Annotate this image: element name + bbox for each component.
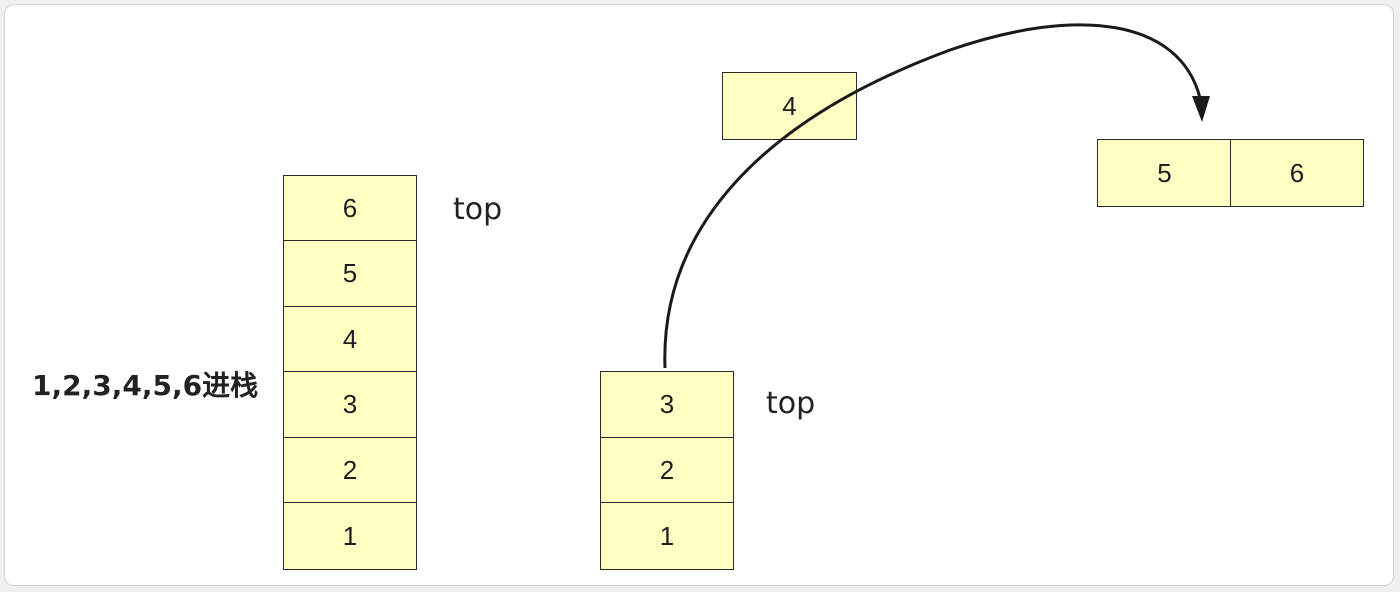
stack-after-cell: 3 xyxy=(600,371,734,438)
stack-full-top-label: top xyxy=(453,192,503,227)
arrow-head-icon xyxy=(1192,96,1210,122)
stack-full-cell: 6 xyxy=(283,175,417,241)
stack-full-cell: 2 xyxy=(283,437,417,503)
popped-cell-4: 4 xyxy=(722,72,857,140)
stack-after-top-label: top xyxy=(766,386,816,421)
stack-full-cell: 5 xyxy=(283,240,417,307)
push-caption: 1,2,3,4,5,6进栈 xyxy=(32,369,259,402)
stack-after-cell: 1 xyxy=(600,502,734,570)
popped-pair-cell: 6 xyxy=(1230,139,1364,207)
stack-full-cell: 1 xyxy=(283,502,417,570)
pop-arrow-curve xyxy=(663,23,1202,369)
